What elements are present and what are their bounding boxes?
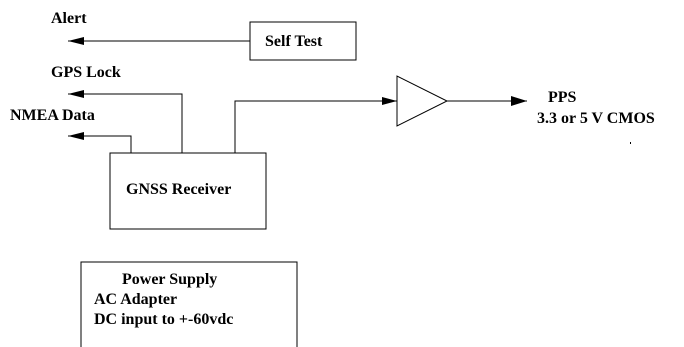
buffer-triangle [396, 75, 449, 127]
alert-arrowhead [68, 37, 84, 45]
power-supply-box [80, 261, 298, 347]
self-test-label: Self Test [265, 33, 323, 50]
power-supply-title: Power Supply [122, 271, 218, 288]
gnss-receiver-box [109, 152, 267, 230]
nmea-data-line [68, 135, 132, 153]
power-supply-line1: AC Adapter [94, 291, 178, 308]
gps-lock-label: GPS Lock [51, 64, 121, 81]
pps-buffer-input-arrowhead [382, 97, 397, 105]
gnss-receiver-label: GNSS Receiver [126, 181, 232, 198]
nmea-data-label: NMEA Data [10, 107, 95, 124]
power-supply-line2: DC input to +-60vdc [94, 311, 234, 328]
self-test-box [249, 21, 357, 61]
pps-line-to-buffer [234, 100, 397, 153]
nmea-data-arrowhead [68, 132, 84, 140]
gps-lock-line [68, 93, 183, 153]
stray-dot [630, 142, 631, 144]
pps-level-label: 3.3 or 5 V CMOS [537, 110, 655, 127]
pps-label: PPS [548, 89, 577, 106]
gps-lock-arrowhead [68, 90, 84, 98]
pps-output-arrowhead [511, 96, 527, 106]
alert-label: Alert [51, 10, 87, 27]
